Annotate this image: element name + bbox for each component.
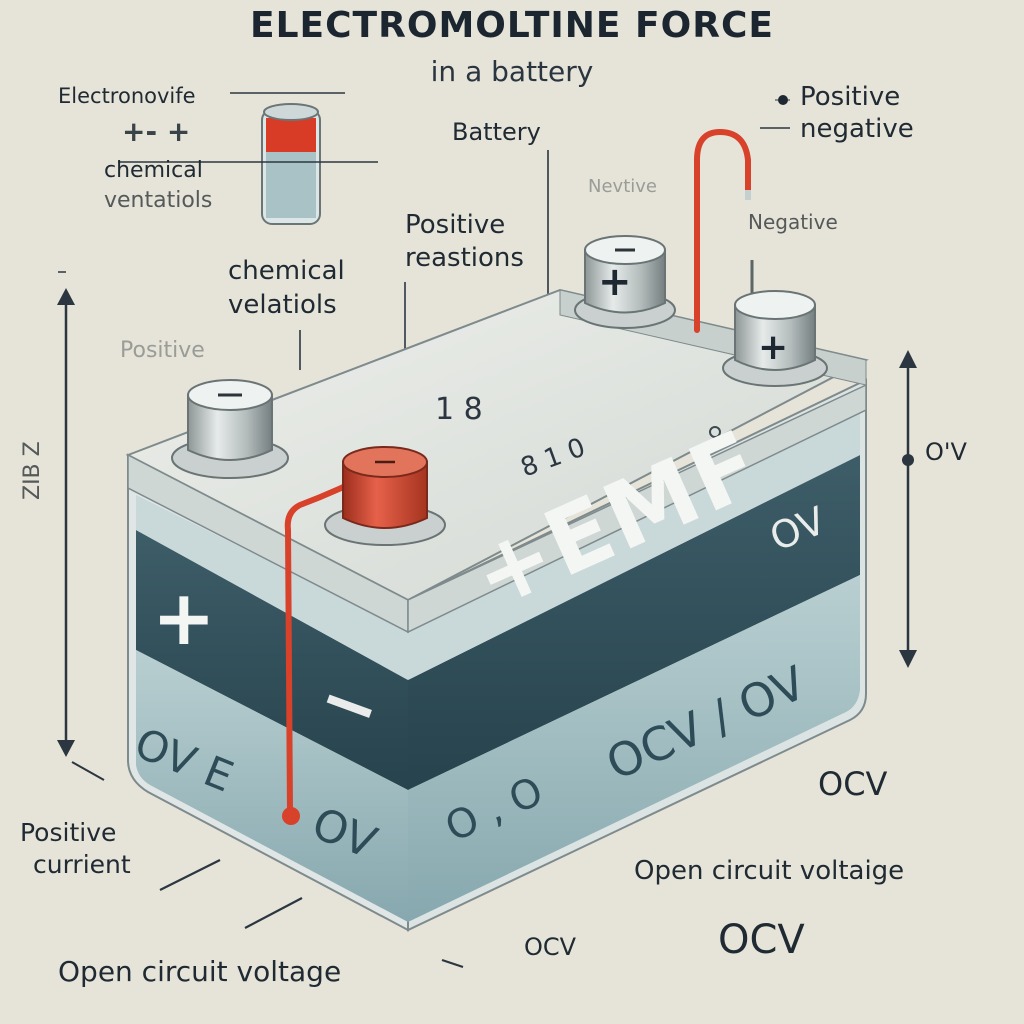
right-dimension-arrow: [899, 350, 917, 668]
diagram-title: ELECTROMOLTINE FORCE: [250, 5, 774, 46]
diagram-subtitle: in a battery: [430, 55, 594, 88]
label-chemical-top-2: ventatiols: [104, 188, 213, 213]
terminal-front-left: [171, 379, 289, 479]
wire-end-dot: [282, 807, 300, 825]
label-negative-small: Negative: [748, 210, 838, 234]
label-negative-right: negative: [800, 114, 914, 144]
label-open-circuit-right: Open circuit voltaige: [634, 856, 905, 886]
label-positive-right: Positive: [800, 82, 901, 112]
label-battery: Battery: [452, 118, 541, 146]
terminal-back-left: [574, 235, 676, 329]
label-chemical-top-1: chemical: [104, 158, 203, 183]
label-ocv-large: OCV: [718, 917, 805, 963]
terminal-back-right: [722, 290, 828, 387]
label-positive-faded: Positive: [120, 338, 205, 363]
label-side-reading: ZIB Z: [20, 441, 45, 500]
mini-battery-icon: [261, 103, 321, 225]
label-plus-minus: +- +: [122, 115, 191, 148]
label-positive-current-2: currient: [33, 850, 131, 879]
label-chemical-mid-1: chemical: [228, 256, 345, 286]
top-red-wire: [694, 128, 751, 333]
left-dimension-arrow: [57, 271, 105, 781]
label-nevtive: Nevtive: [588, 176, 657, 197]
label-ov-right: O'V: [925, 438, 967, 466]
label-chemical-mid-2: velatiols: [228, 290, 337, 320]
battery-body: [125, 288, 869, 932]
label-positive-current-1: Positive: [20, 818, 117, 847]
label-electronovife: Electronovife: [58, 84, 196, 108]
plus-mark-left: +: [152, 573, 216, 662]
label-open-circuit-bottom: Open circuit voltage: [58, 955, 342, 988]
label-positive-reactions-2: reastions: [405, 243, 524, 273]
terminal-plus-back-right: +: [758, 327, 789, 368]
label-ocv-small: OCV: [524, 933, 577, 961]
lid-text-1: 1 8: [435, 392, 483, 427]
label-ocv-right: OCV: [818, 765, 888, 803]
positive-pointer-dot: [778, 95, 788, 105]
terminal-plus-back-left: +: [598, 259, 632, 305]
label-positive-reactions-1: Positive: [405, 210, 506, 240]
terminal-front-red: [324, 446, 446, 546]
